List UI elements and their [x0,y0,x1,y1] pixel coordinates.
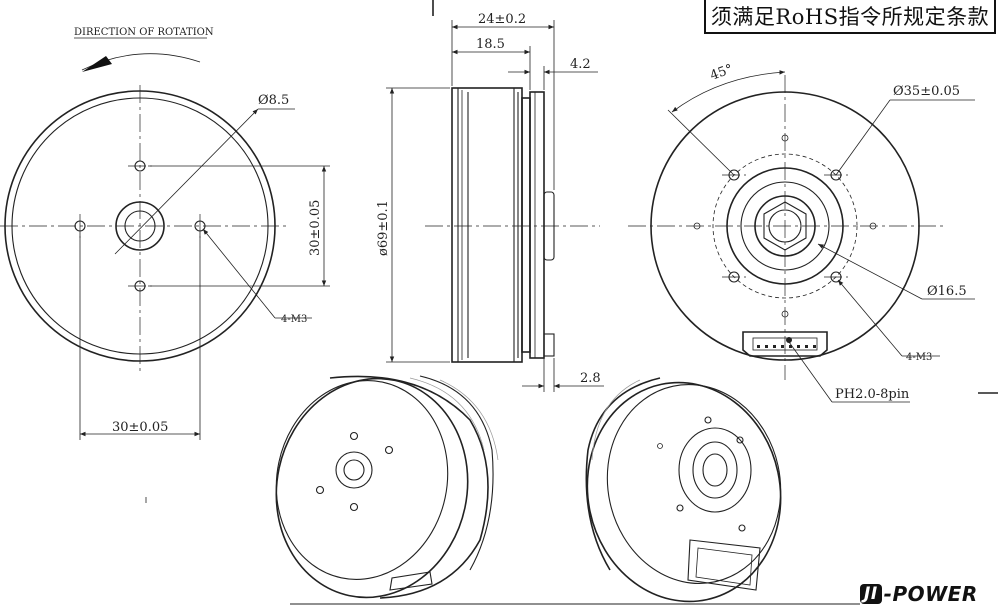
front-vertical-spacing: 30±0.05 [308,200,323,256]
front-outer-rim [4,90,276,362]
brand-logo: JI -POWER [860,582,998,606]
side-overall-length: 24±0.2 [478,12,526,27]
side-rear-plate [529,91,545,359]
rear-hole-callout: 4-M3 [906,352,932,363]
front-hole-callout: 4-M3 [281,314,307,325]
iso-rear-render [585,377,782,603]
rear-connector-pins [752,337,818,351]
rear-bolt-circle-dia: Ø35±0.05 [893,84,960,99]
side-body-length: 18.5 [476,37,505,52]
side-boss [521,97,531,353]
side-boss-length: 4.2 [570,57,591,72]
front-face [11,97,269,355]
rear-connector-pin-dots [757,345,816,348]
side-connector-offset: 2.8 [580,371,601,386]
rear-shaft [768,209,802,243]
side-connector [543,333,555,357]
rotation-arrowhead [82,56,112,72]
rear-view: 45° Ø35±0.05 Ø16.5 4-M3 PH2.0-8pin [628,62,998,403]
side-view: 24±0.2 18.5 4.2 2.8 ø69±0.1 [376,0,604,392]
front-hub [115,201,165,251]
side-diameter: ø69±0.1 [376,200,391,256]
rear-angle: 45° [708,62,735,84]
front-view: DIRECTION OF ROTATION Ø8.5 30±0.05 30±0.… [0,27,330,503]
rear-small-hole-left [693,222,701,230]
rear-bolt-circle [712,153,858,299]
side-body [451,87,523,363]
front-horizontal-spacing: 30±0.05 [112,420,168,435]
iso-front-render [275,375,499,599]
rotation-label: DIRECTION OF ROTATION [74,27,214,38]
rear-connector-label: PH2.0-8pin [835,387,910,402]
brand-mark: JI [860,584,882,604]
rear-outer-rim [650,91,920,361]
rear-small-hole-top [781,134,789,142]
rear-bearing [754,195,816,257]
rohs-notice: 须满足RoHS指令所规定条款 [704,0,996,34]
rear-hub-dia: Ø16.5 [927,284,967,299]
rear-connector [742,331,828,357]
rear-small-hole-bottom [781,310,789,318]
brand-suffix: -POWER [883,582,978,606]
rear-hub-outer [726,167,844,285]
front-shaft-dia: Ø8.5 [258,93,289,108]
rear-hex-nut [763,201,807,251]
rear-hub-ring [740,181,830,271]
front-shaft [124,210,156,242]
rear-small-hole-right [869,222,877,230]
side-shaft [543,191,555,261]
rear-angle-arc [671,70,786,113]
